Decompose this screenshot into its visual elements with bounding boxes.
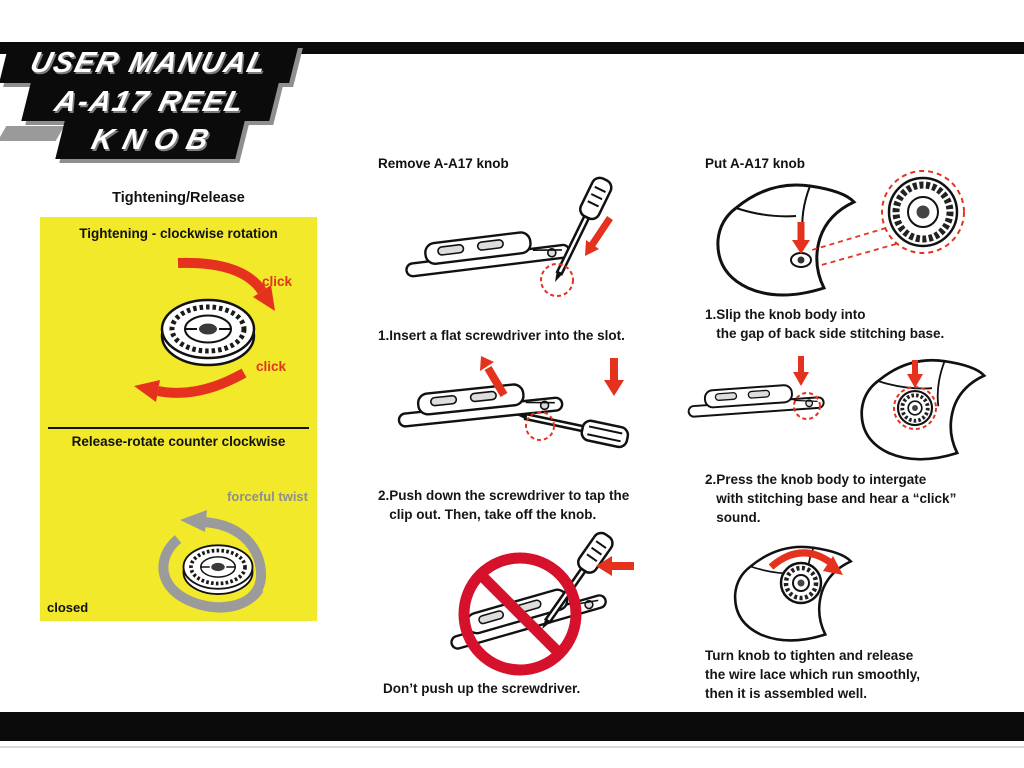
clip-highlight-dashed-circle — [525, 411, 555, 441]
put-step1-caption: 1.Slip the knob body into the gap of bac… — [705, 307, 945, 341]
click-point-dashed-circle — [793, 392, 821, 420]
pop-out-arrow-icon — [480, 356, 508, 398]
put-step1-illustration — [716, 170, 965, 297]
remove-step1-illustration — [402, 173, 616, 297]
clockwise-caption: Tightening - clockwise rotation — [79, 226, 278, 241]
put-final-caption: Turn knob to tighten and release the wir… — [705, 648, 921, 701]
bottom-divider-bar — [0, 712, 1024, 741]
closed-label: closed — [47, 600, 89, 615]
push-down-arrow-icon — [604, 358, 624, 396]
tightening-panel: Tightening - clockwise rotation click cl… — [40, 217, 317, 621]
slip-in-arrow-icon — [792, 222, 810, 254]
put-step2-illustration — [686, 356, 986, 461]
reel-knob-icon — [181, 543, 255, 596]
reel-knob-icon — [162, 300, 254, 365]
manual-title-logo: USER MANUAL A-A17 REEL KNOB — [0, 44, 299, 159]
remove-section-heading: Remove A-A17 knob — [378, 156, 509, 171]
click-label-top: click — [262, 274, 293, 289]
panel-divider-line — [48, 427, 309, 429]
remove-warning-illustration — [444, 528, 634, 676]
logo-line-2: A-A17 REEL — [51, 85, 249, 118]
logo-bar: A-A17 REEL — [21, 83, 279, 121]
put-final-illustration — [733, 545, 853, 642]
logo-line-3: KNOB — [88, 123, 222, 156]
knob-icon — [896, 389, 934, 427]
knob-icon — [887, 176, 959, 248]
release-caption: Release-rotate counter clockwise — [71, 434, 286, 449]
remove-step1-caption: 1.Insert a flat screwdriver into the slo… — [378, 328, 625, 343]
press-arrow-icon — [907, 360, 923, 388]
remove-step2-caption: 2.Push down the screwdriver to tap the c… — [378, 488, 630, 522]
logo-bar: USER MANUAL — [0, 44, 299, 83]
logo-bar: KNOB — [55, 121, 245, 159]
clockwise-arrow-top-icon — [177, 257, 275, 311]
put-section-heading: Put A-A17 knob — [705, 156, 806, 171]
knob-icon — [781, 563, 821, 603]
ratchet-base-icon — [402, 225, 572, 279]
release-illustration — [158, 510, 266, 613]
ratchet-base-icon — [686, 381, 825, 418]
logo-line-1: USER MANUAL — [26, 47, 272, 79]
wrong-direction-arrow-icon — [596, 556, 634, 576]
remove-warning-caption: Don’t push up the screwdriver. — [383, 681, 581, 696]
remove-step2-illustration — [395, 356, 630, 449]
press-arrow-icon — [793, 356, 809, 386]
slot-highlight-dashed-circle — [540, 263, 574, 297]
logo-gray-accent — [0, 126, 65, 141]
helmet-shell-icon — [716, 183, 856, 297]
prohibition-icon — [458, 552, 582, 676]
clockwise-arrow-bottom-icon — [134, 368, 247, 402]
forceful-twist-label: forceful twist — [227, 489, 308, 504]
click-label-bottom: click — [256, 359, 287, 374]
put-step2-caption: 2.Press the knob body to intergate with … — [705, 472, 957, 525]
tightening-illustration — [134, 257, 275, 402]
knob-highlight-dashed-circle — [881, 170, 965, 254]
bottom-thin-line — [0, 746, 1024, 748]
insert-arrow-icon — [585, 216, 613, 256]
tightening-release-header: Tightening/Release — [112, 190, 245, 206]
turn-arrow-icon — [768, 549, 843, 575]
